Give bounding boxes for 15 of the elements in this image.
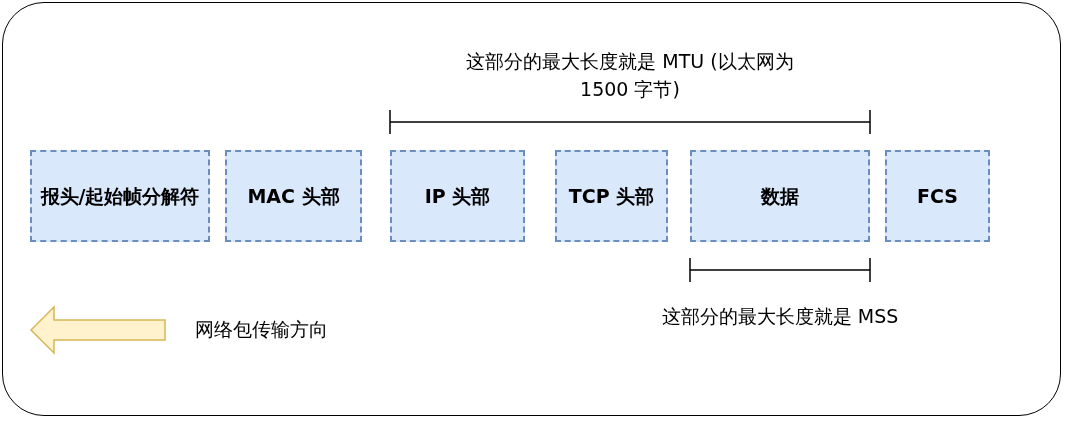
box-label: FCS [917,183,958,209]
process-box [225,150,362,242]
process-box [30,150,210,242]
process-box [555,150,668,242]
note-text: 网络包传输方向 [195,317,329,342]
box-label: TCP 头部 [568,183,655,209]
box-label: 数据 [761,183,799,209]
process-box [690,150,870,242]
process-box [885,150,990,242]
box-label: 报头/起始帧分解符 [40,183,200,209]
box-label: IP 头部 [424,183,491,209]
box-label: MAC 头部 [247,183,340,209]
note-text: 这部分的最大长度就是 MSS [660,304,900,329]
note-text: 这部分的最大长度就是 MTU (以太网为 1500 字节) [465,49,795,102]
process-box [390,150,525,242]
